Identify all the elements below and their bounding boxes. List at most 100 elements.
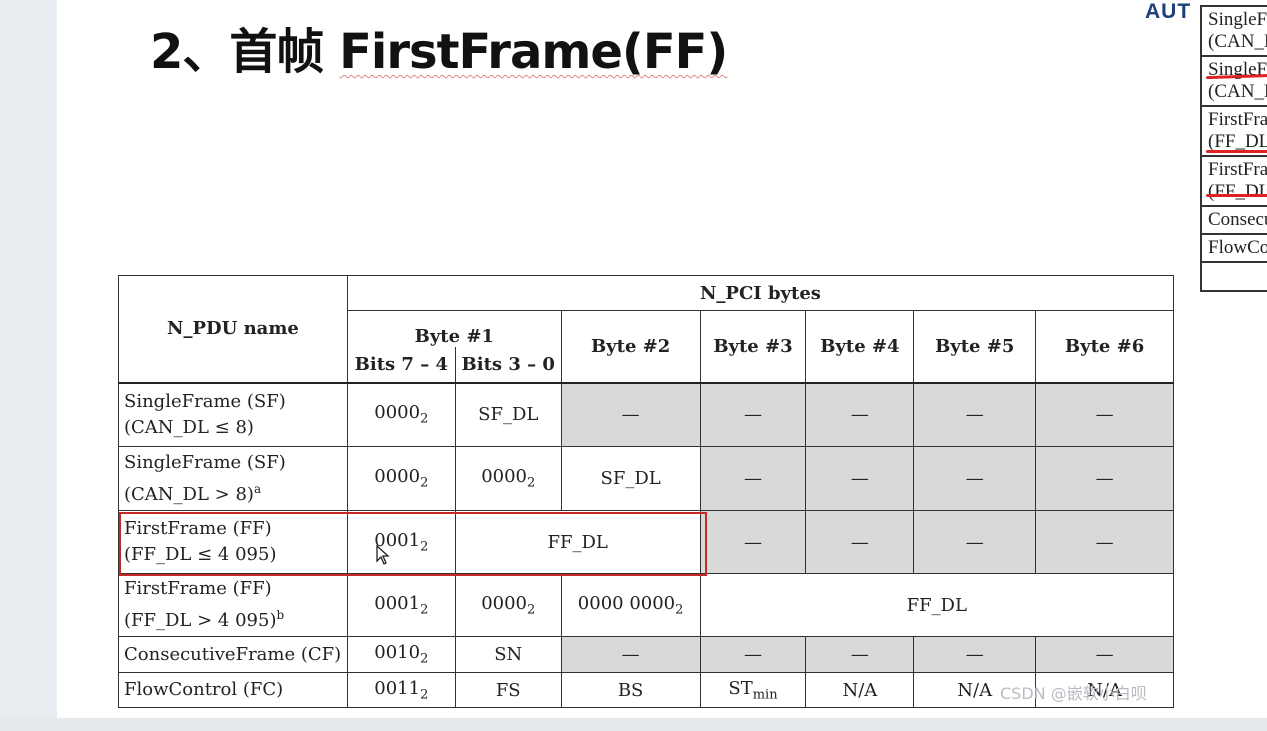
brand-logo: AUT — [1145, 0, 1192, 23]
cell-dash: — — [913, 636, 1037, 673]
cell-value: 0011 — [374, 677, 421, 699]
side-row-line: (CAN_D — [1208, 81, 1267, 102]
binary-subscript: 2 — [420, 412, 429, 428]
cell-ffdl: FF_DL — [699, 573, 1175, 637]
header-bits-lo: Bits 3 – 0 — [454, 346, 562, 384]
cell-dash: — — [913, 510, 1037, 574]
side-row-struck: FirstFra(FF_DL — [1202, 157, 1267, 207]
side-panel-table: SingleF(CAN_D SingleF(CAN_D FirstFra(FF_… — [1200, 5, 1267, 292]
footnote-marker: a — [253, 481, 262, 496]
row-name-line: (CAN_DL ≤ 8) — [124, 416, 254, 438]
table-row: SingleFrame (SF) (CAN_DL ≤ 8) 00002 SF_DL… — [118, 382, 1174, 447]
side-row-line: FirstFra — [1208, 159, 1267, 180]
side-row-line: (FF_DL — [1208, 181, 1267, 202]
cell-b2: SF_DL — [560, 446, 701, 511]
binary-subscript: 2 — [420, 539, 429, 555]
header-byte5: Byte #5 — [913, 310, 1037, 384]
table-row: SingleFrame (SF) (CAN_DL > 8)a 00002 0000… — [118, 446, 1174, 511]
binary-subscript: 2 — [527, 602, 536, 618]
binary-subscript: 2 — [420, 651, 429, 667]
cell-b1hi: 00002 — [346, 382, 456, 447]
cell-dash: — — [560, 382, 701, 447]
cell-b1hi: 00102 — [346, 636, 456, 673]
row-name-line: (CAN_DL > 8) — [124, 483, 254, 505]
cell-dash: — — [699, 446, 807, 511]
row-name: FlowControl (FC) — [118, 672, 348, 708]
cell-b1lo: SF_DL — [454, 382, 562, 447]
side-row-line: FlowCo — [1208, 237, 1267, 258]
cell-b2: 0000 00002 — [560, 573, 701, 637]
side-row-line: (CAN_D — [1208, 31, 1267, 52]
row-name-line: FirstFrame (FF) — [124, 518, 272, 539]
side-row-line: FirstFra — [1208, 109, 1267, 130]
cell-b5: N/A — [913, 672, 1037, 708]
side-row-line: SingleF — [1208, 59, 1267, 80]
header-byte2: Byte #2 — [560, 310, 701, 384]
row-name: FirstFrame (FF) (FF_DL > 4 095)b — [118, 573, 348, 637]
row-name-line: SingleFrame (SF) — [124, 451, 286, 473]
title-main: FirstFrame(FF) — [339, 24, 728, 80]
cell-value: ST — [728, 677, 753, 699]
binary-subscript: 2 — [420, 687, 429, 703]
side-row-struck: SingleF(CAN_D — [1202, 57, 1267, 107]
cell-b1hi: 00012 — [346, 573, 456, 637]
cell-dash: — — [1035, 446, 1174, 511]
row-name: FirstFrame (FF) (FF_DL ≤ 4 095) — [118, 510, 348, 574]
header-npdu-name: N_PDU name — [118, 275, 348, 384]
table-row: FirstFrame (FF)(FF_DL > 4 095)b 00012 00… — [118, 573, 1175, 637]
footnote-marker: b — [276, 608, 285, 622]
slide-title: 2、首帧 FirstFrame(FF) — [150, 28, 728, 76]
cell-value: 0000 — [374, 466, 421, 488]
cell-dash: — — [913, 382, 1037, 447]
cell-dash: — — [805, 382, 915, 447]
cell-value: 0001 — [374, 592, 421, 614]
cell-b2: BS — [560, 672, 701, 708]
cell-b4: N/A — [805, 672, 915, 708]
cell-dash: — — [699, 636, 807, 673]
binary-subscript: 2 — [420, 475, 429, 491]
row-name-line: SingleFrame (SF) — [124, 390, 286, 412]
binary-subscript: 2 — [420, 602, 429, 618]
cell-value: 0000 0000 — [577, 592, 676, 614]
cell-b3: STmin — [699, 672, 807, 708]
cell-dash: — — [1035, 636, 1174, 673]
mouse-cursor-icon — [376, 544, 390, 569]
side-row-struck: FirstFra(FF_DL — [1202, 107, 1267, 157]
cell-value: 0000 — [481, 592, 527, 614]
header-byte3: Byte #3 — [699, 310, 807, 384]
title-prefix: 2、首帧 — [150, 24, 340, 80]
cell-value: 0000 — [374, 402, 421, 424]
row-name-line: (FF_DL > 4 095) — [124, 610, 277, 631]
header-byte4: Byte #4 — [805, 310, 915, 384]
cell-dash: — — [1035, 382, 1174, 447]
stmin-subscript: min — [752, 687, 778, 703]
cell-b1lo: 00002 — [454, 446, 562, 511]
side-row-line: (FF_DL — [1208, 131, 1267, 152]
cell-value: 0001 — [374, 529, 421, 551]
cell-value: 0010 — [374, 642, 421, 664]
cell-b1lo: FS — [454, 672, 562, 708]
cell-ffdl: FF_DL — [454, 510, 701, 574]
table-row: FlowControl (FC) 00112 FS BS STmin N/A N… — [118, 672, 1174, 708]
cell-dash: — — [699, 382, 807, 447]
row-name-line: FirstFrame (FF) — [124, 578, 272, 599]
side-row: Consecu — [1202, 207, 1267, 235]
cell-dash: — — [805, 446, 915, 511]
header-bits-hi: Bits 7 – 4 — [346, 346, 456, 384]
cell-b1lo: SN — [454, 636, 562, 673]
side-row: FlowCo — [1202, 235, 1267, 263]
table-row: ConsecutiveFrame (CF) 00102 SN — — — — — — [118, 636, 1174, 673]
row-name-line: (FF_DL ≤ 4 095) — [124, 544, 277, 565]
cell-dash: — — [805, 510, 915, 574]
cell-dash: — — [699, 510, 807, 574]
header-byte6: Byte #6 — [1035, 310, 1174, 384]
side-row: SingleF(CAN_D — [1202, 7, 1267, 57]
cell-dash: — — [560, 636, 701, 673]
header-npci-bytes: N_PCI bytes — [346, 275, 1175, 311]
row-name: SingleFrame (SF) (CAN_DL ≤ 8) — [118, 382, 348, 447]
cell-dash: — — [805, 636, 915, 673]
row-name: ConsecutiveFrame (CF) — [118, 636, 348, 673]
cell-dash: — — [913, 446, 1037, 511]
binary-subscript: 2 — [675, 602, 684, 618]
watermark: CSDN @嵌软小白呗 — [1000, 684, 1147, 703]
